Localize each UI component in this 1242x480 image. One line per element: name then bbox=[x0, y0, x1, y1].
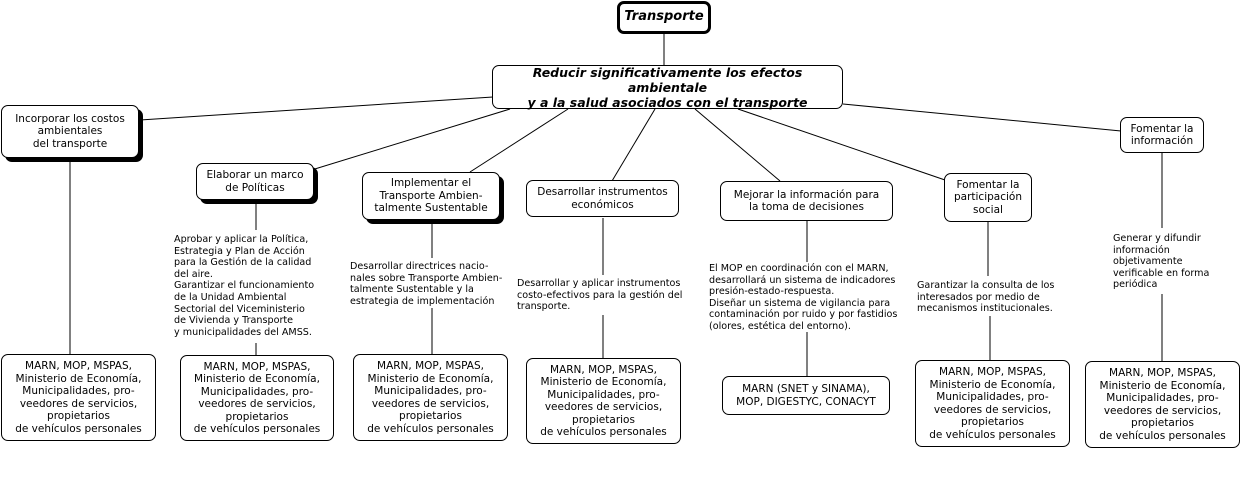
note-transporte-sustentable: Desarrollar directrices nacio- nales sob… bbox=[350, 261, 503, 307]
branch-title-informacion-decisiones: Mejorar la información para la toma de d… bbox=[720, 181, 893, 221]
actors-box-transporte-sustentable: MARN, MOP, MSPAS, Ministerio de Economía… bbox=[353, 354, 508, 441]
branch-title-participacion: Fomentar la participación social bbox=[944, 173, 1032, 222]
note-informacion-decisiones: El MOP en coordinación con el MARN, desa… bbox=[709, 263, 898, 332]
note-fomentar-informacion: Generar y difundir información objetivam… bbox=[1113, 233, 1210, 291]
branch-title-instrumentos: Desarrollar instrumentos económicos bbox=[526, 180, 679, 217]
note-instrumentos: Desarrollar y aplicar instrumentos costo… bbox=[517, 278, 683, 313]
branch-title-fomentar-informacion: Fomentar la información bbox=[1120, 117, 1204, 153]
note-participacion: Garantizar la consulta de los interesado… bbox=[917, 280, 1055, 315]
branch-title-transporte-sustentable: Implementar el Transporte Ambien- talmen… bbox=[362, 172, 500, 220]
main-objective-node: Reducir significativamente los efectos a… bbox=[492, 65, 843, 110]
actors-box-fomentar-informacion: MARN, MOP, MSPAS, Ministerio de Economía… bbox=[1085, 361, 1240, 448]
actors-box-informacion-decisiones: MARN (SNET y SINAMA), MOP, DIGESTYC, CON… bbox=[722, 376, 890, 415]
actors-box-costos: MARN, MOP, MSPAS, Ministerio de Economía… bbox=[1, 354, 156, 441]
actors-box-politicas: MARN, MOP, MSPAS, Ministerio de Economía… bbox=[180, 355, 334, 441]
note-politicas: Aprobar y aplicar la Política, Estrategi… bbox=[174, 234, 315, 338]
branch-title-costos: Incorporar los costos ambientales del tr… bbox=[1, 105, 139, 158]
root-node: Transporte bbox=[617, 1, 711, 34]
actors-box-instrumentos: MARN, MOP, MSPAS, Ministerio de Economía… bbox=[526, 358, 681, 444]
actors-box-participacion: MARN, MOP, MSPAS, Ministerio de Economía… bbox=[915, 360, 1070, 447]
branch-title-politicas: Elaborar un marco de Políticas bbox=[196, 163, 314, 200]
